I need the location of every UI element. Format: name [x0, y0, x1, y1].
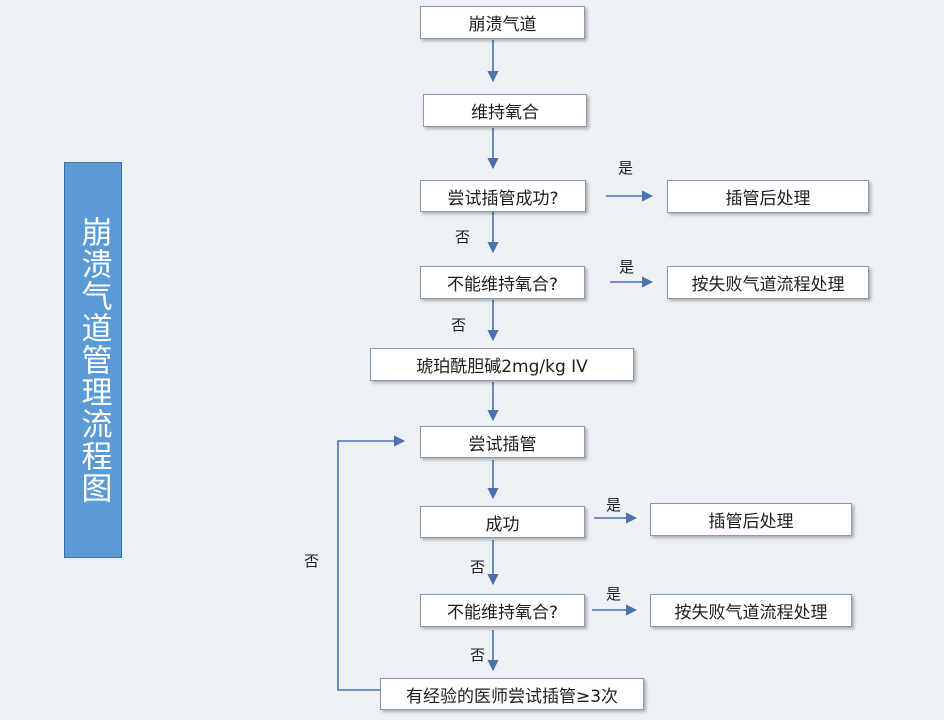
node-failed-airway-1: 按失败气道流程处理 [667, 266, 869, 299]
node-try-intubation-success: 尝试插管成功? [420, 180, 586, 212]
diagram-title: 崩溃气道管理流程图 [75, 216, 112, 504]
node-cannot-maintain-2: 不能维持氧合? [420, 594, 585, 627]
label-no: 否 [470, 646, 486, 664]
label-yes: 是 [606, 585, 622, 603]
label-yes: 是 [619, 258, 635, 276]
node-try-intubation: 尝试插管 [420, 426, 585, 458]
node-maintain-oxygenation: 维持氧合 [423, 94, 587, 127]
label-no: 否 [470, 558, 486, 576]
node-succinylcholine: 琥珀酰胆碱2mg/kg IV [370, 348, 634, 381]
label-loop-no: 否 [304, 552, 320, 570]
node-failed-airway-2: 按失败气道流程处理 [650, 594, 852, 627]
label-no: 否 [455, 228, 471, 246]
node-success: 成功 [420, 506, 585, 538]
node-cannot-maintain-1: 不能维持氧合? [420, 266, 585, 299]
arrow-loop-back [337, 435, 406, 691]
node-collapsed-airway: 崩溃气道 [420, 6, 585, 39]
node-post-intubation-2: 插管后处理 [650, 503, 852, 536]
label-yes: 是 [618, 159, 634, 177]
title-bar: 崩溃气道管理流程图 [64, 162, 122, 558]
node-experienced-attempts: 有经验的医师尝试插管≥3次 [380, 678, 644, 710]
label-yes: 是 [606, 496, 622, 514]
node-post-intubation-1: 插管后处理 [667, 180, 869, 213]
label-no: 否 [451, 316, 467, 334]
